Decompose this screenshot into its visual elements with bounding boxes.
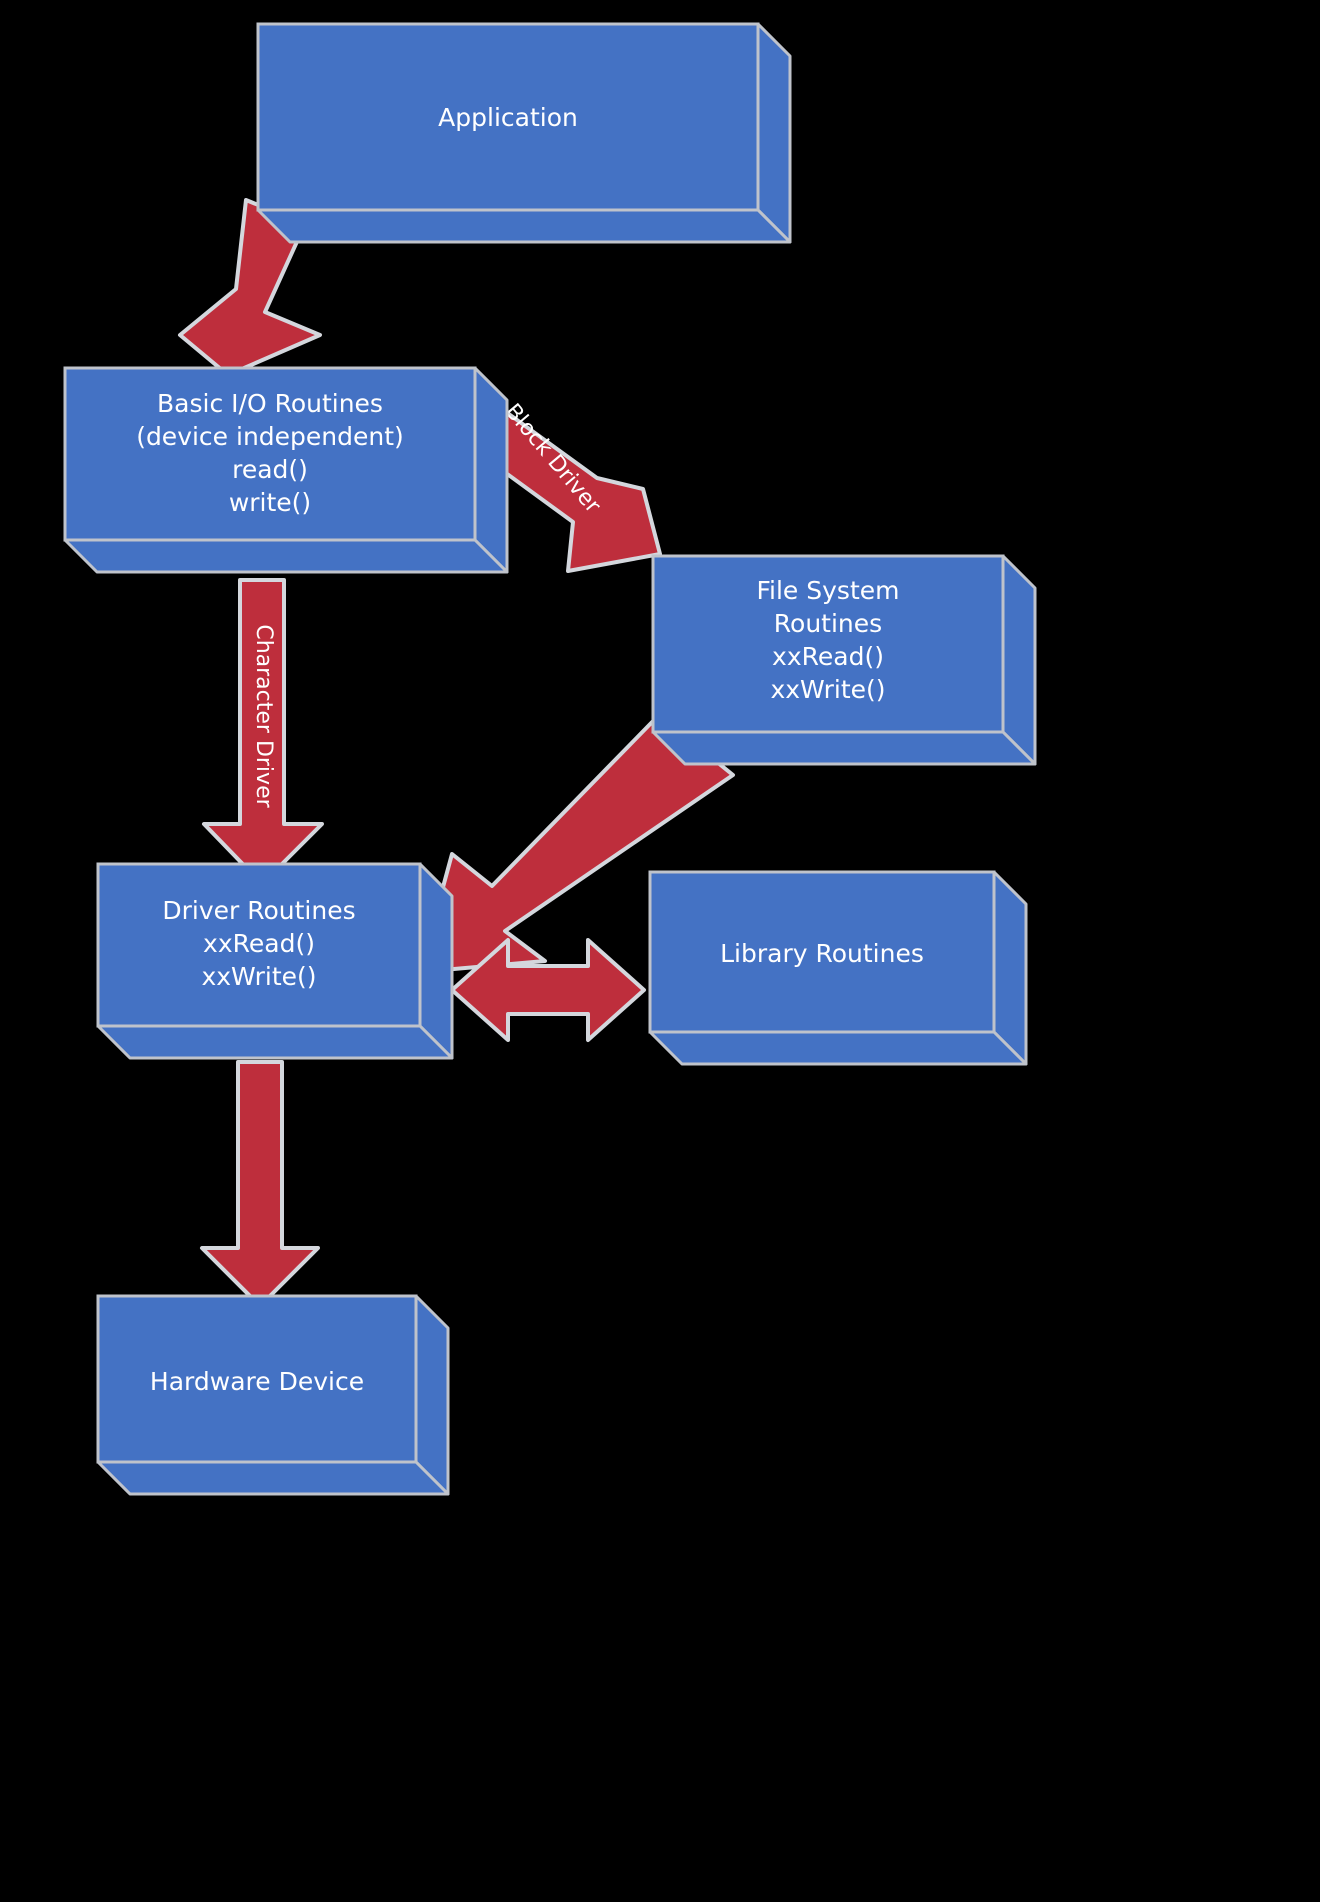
basic-io-routines-box-label-2: read() <box>232 455 308 484</box>
hardware-device-box[interactable]: Hardware Device <box>96 1294 450 1496</box>
file-system-routines-box-label-0: File System <box>756 576 899 605</box>
arrow-driver-routines-to-hardware-device <box>200 1060 320 1308</box>
arrow-basic-io-to-driver-routines: Character Driver <box>202 578 324 886</box>
basic-io-routines-box-label-1: (device independent) <box>136 422 404 451</box>
arrow-label-character-driver: Character Driver <box>251 624 276 808</box>
file-system-routines-box-label-3: xxWrite() <box>770 675 885 704</box>
application-box[interactable]: Application <box>256 22 792 244</box>
driver-routines-box-label-1: xxRead() <box>203 929 315 958</box>
library-routines-box[interactable]: Library Routines <box>648 870 1028 1066</box>
library-routines-box-label-0: Library Routines <box>720 939 924 968</box>
driver-routines-box[interactable]: Driver Routines xxRead() xxWrite() <box>96 862 454 1060</box>
file-system-routines-box-label-1: Routines <box>774 609 882 638</box>
arrow-driver-routines-to-library-routines <box>450 938 646 1042</box>
driver-routines-box-label-2: xxWrite() <box>201 962 316 991</box>
basic-io-routines-box-label-3: write() <box>229 488 311 517</box>
file-system-routines-box[interactable]: File System Routines xxRead() xxWrite() <box>651 554 1037 766</box>
driver-routines-box-label-0: Driver Routines <box>162 896 355 925</box>
hardware-device-box-label-0: Hardware Device <box>150 1367 364 1396</box>
basic-io-routines-box[interactable]: Basic I/O Routines (device independent) … <box>63 366 509 574</box>
basic-io-routines-box-label-0: Basic I/O Routines <box>157 389 383 418</box>
application-box-label-0: Application <box>438 103 578 132</box>
file-system-routines-box-label-2: xxRead() <box>772 642 884 671</box>
